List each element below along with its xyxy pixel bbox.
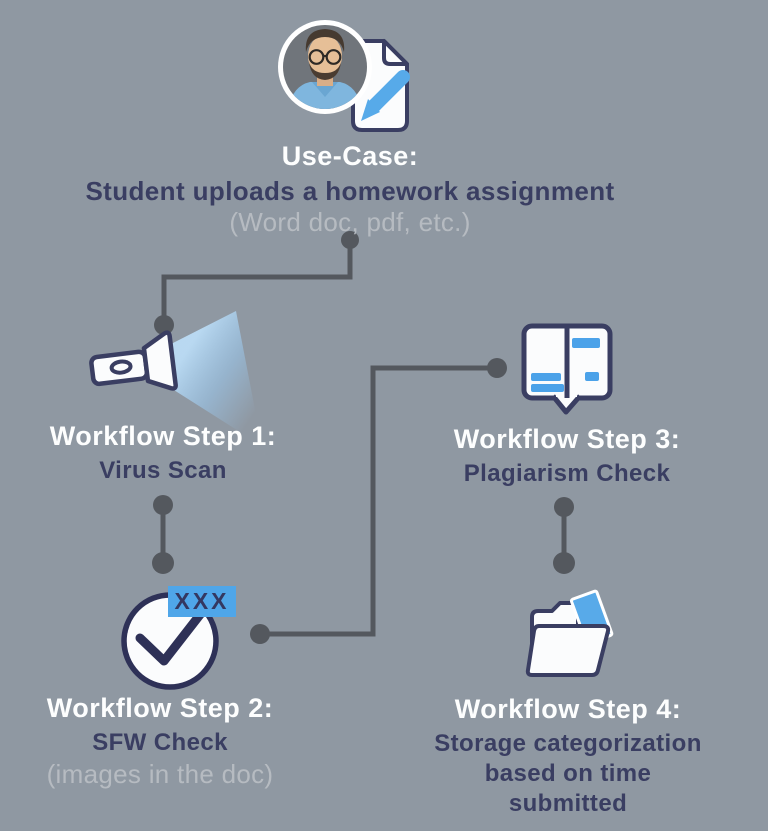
connector-dots — [152, 231, 575, 644]
use-case-title: Use-Case: — [281, 141, 419, 171]
step4-subtitle-line3: submitted — [508, 790, 628, 817]
use-case-note: (Word doc, pdf, etc.) — [229, 207, 471, 237]
student-avatar — [278, 20, 372, 114]
step4-title: Workflow Step 4: — [454, 694, 682, 724]
pencil-icon — [361, 70, 410, 121]
use-case-subtitle: Student uploads a homework assignment — [85, 176, 615, 206]
xxx-badge: XXX — [168, 586, 236, 617]
flashlight-icon — [89, 311, 262, 446]
open-folder-icon — [525, 589, 614, 677]
step3-block: Workflow Step 3: Plagiarism Check — [412, 424, 722, 489]
step1-title: Workflow Step 1: — [49, 421, 277, 451]
step4-subtitle-line1: Storage categorization — [434, 730, 702, 757]
step1-subtitle: Virus Scan — [99, 457, 227, 484]
step4-subtitle-line2: based on time — [484, 760, 652, 787]
step3-subtitle: Plagiarism Check — [463, 460, 671, 487]
step2-title: Workflow Step 2: — [46, 693, 274, 723]
flashlight-beam — [166, 311, 262, 446]
step4-block: Workflow Step 4: Storage categorization … — [413, 694, 723, 819]
step2-block: Workflow Step 2: SFW Check (images in th… — [10, 693, 310, 789]
connector-header-to-step1 — [161, 240, 353, 325]
connector-step2-to-step3 — [260, 365, 497, 637]
open-book-icon — [521, 323, 613, 415]
step3-title: Workflow Step 3: — [453, 424, 681, 454]
step2-note: (images in the doc) — [46, 759, 274, 789]
step2-subtitle: SFW Check — [92, 729, 228, 756]
use-case-block: Use-Case: Student uploads a homework ass… — [30, 141, 670, 237]
step1-block: Workflow Step 1: Virus Scan — [13, 421, 313, 486]
